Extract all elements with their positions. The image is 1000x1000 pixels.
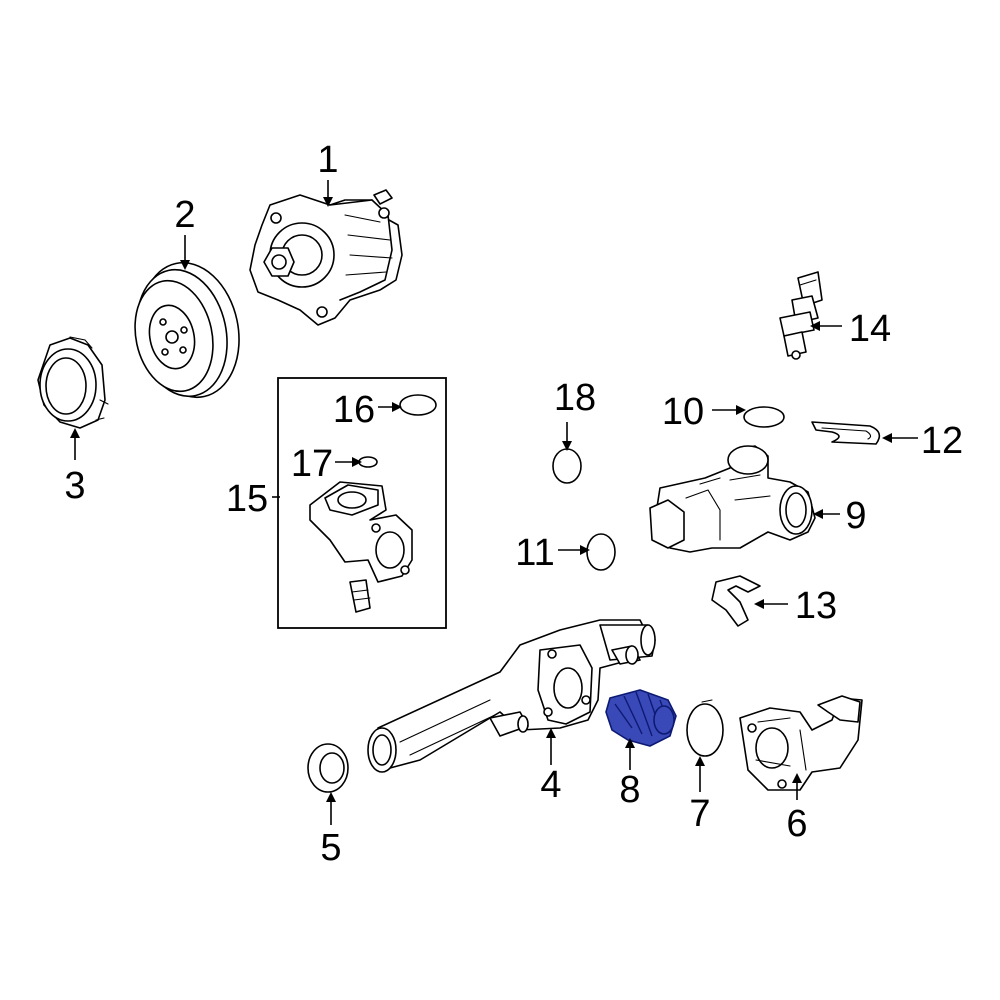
part-2-pulley[interactable] [125,254,251,407]
callout-14[interactable]: 14 [849,308,891,350]
part-6-outlet-fitting[interactable] [739,695,863,791]
part-13-clip[interactable] [711,575,761,627]
part-15-housing[interactable] [309,481,413,613]
part-1-water-pump[interactable] [249,189,403,326]
part-10-o-ring[interactable] [743,406,785,428]
callout-5[interactable]: 5 [320,827,341,869]
part-3-seal-cover[interactable] [37,336,109,429]
callout-9[interactable]: 9 [845,495,866,537]
part-11-o-ring[interactable] [586,533,616,571]
leader-lines [70,180,918,825]
part-14-sensor[interactable] [779,271,823,360]
callout-1[interactable]: 1 [317,139,338,181]
callout-18[interactable]: 18 [554,377,596,419]
part-9-thermostat-housing[interactable] [649,445,816,553]
part-7-o-ring[interactable] [686,699,724,757]
callout-16[interactable]: 16 [333,389,375,431]
callout-4[interactable]: 4 [540,764,561,806]
callout-11[interactable]: 11 [515,532,554,574]
part-17-small-o-ring[interactable] [358,456,378,468]
part-4-coolant-pipe[interactable] [367,619,656,773]
part-8-boot[interactable] [605,689,677,747]
callout-6[interactable]: 6 [786,803,807,845]
callout-12[interactable]: 12 [921,420,963,462]
callout-15[interactable]: 15 [226,478,268,520]
callout-2[interactable]: 2 [174,194,195,236]
callout-8[interactable]: 8 [619,769,640,811]
callout-7[interactable]: 7 [689,793,710,835]
part-16-o-ring[interactable] [399,394,437,416]
callout-10[interactable]: 10 [662,391,704,433]
part-5-seal[interactable] [307,743,349,793]
callout-labels: 1 2 3 4 5 6 7 8 9 10 11 12 13 14 15 16 1… [64,139,963,869]
part-12-clip[interactable] [811,421,881,445]
callout-17[interactable]: 17 [291,443,333,485]
callout-13[interactable]: 13 [795,585,837,627]
callout-3[interactable]: 3 [64,465,85,507]
part-15-kit-box[interactable] [277,377,447,629]
part-18-o-ring[interactable] [552,448,582,484]
